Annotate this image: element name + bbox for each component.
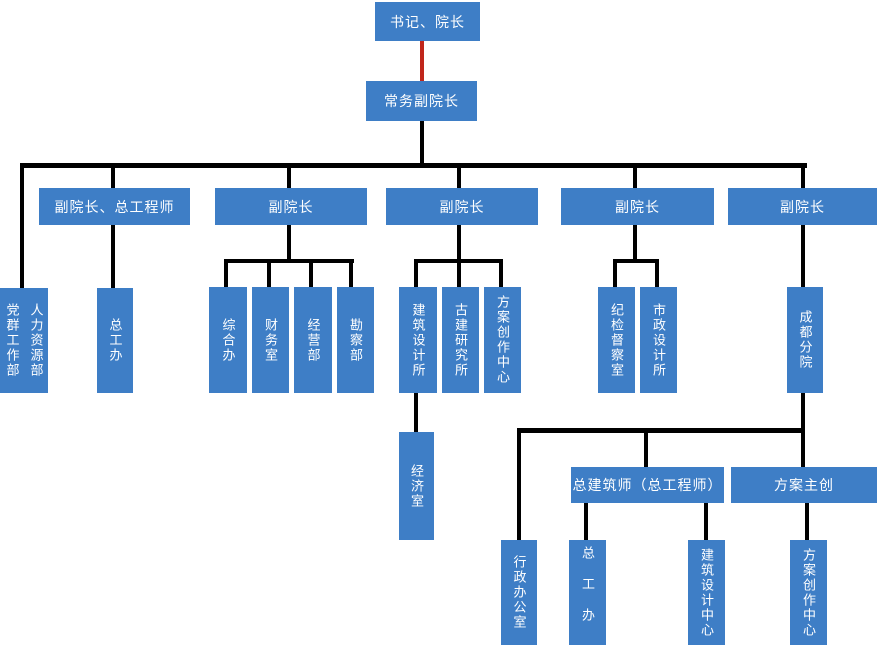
org-node-admin-office: 行政办公室 xyxy=(501,540,537,645)
org-node-arch-design-inst: 建筑设计所 xyxy=(399,287,437,393)
link-vp5-chengdu xyxy=(801,225,805,287)
drop-admin-office xyxy=(517,430,521,540)
org-node-label: 成都分院 xyxy=(797,310,813,370)
link-chiefarch-chiefeng xyxy=(584,503,588,540)
link-chiefarch-archcenter xyxy=(704,503,708,540)
org-node-label: 方案创作中心 xyxy=(495,295,510,385)
org-node-survey-dept: 勘察部 xyxy=(337,287,374,393)
org-node-scheme-lead: 方案主创 xyxy=(731,467,877,503)
org-node-label: 党群工作部 xyxy=(4,303,20,378)
org-node-label: 市政设计所 xyxy=(651,302,666,378)
org-node-label: 副院长 xyxy=(439,198,485,215)
drop-finance-office xyxy=(267,261,271,287)
org-node-label: 勘察部 xyxy=(348,317,363,363)
org-node-label: 行政办公室 xyxy=(511,555,527,630)
link-archinst-economics xyxy=(414,393,418,432)
link-schemelead-schemecenter xyxy=(805,503,809,540)
link-president-exec-vp xyxy=(420,41,424,81)
org-node-chief-eng-office-branch: 总工办 xyxy=(569,540,606,645)
org-node-label: 常务副院长 xyxy=(384,93,459,109)
drop-scheme-center xyxy=(499,261,503,287)
org-node-general-office: 综合办 xyxy=(209,287,247,393)
org-node-vp2: 副院长 xyxy=(215,188,367,225)
link-vp2-branchline xyxy=(287,225,291,263)
drop-vp1 xyxy=(111,166,115,188)
org-node-operations-dept: 经营部 xyxy=(294,287,332,393)
org-node-finance-office: 财务室 xyxy=(252,287,289,393)
org-node-ancient-arch-inst: 古建研究所 xyxy=(442,287,479,393)
org-node-label: 书记、院长 xyxy=(390,13,465,30)
org-node-label: 总工办 xyxy=(107,318,123,363)
org-node-economics-office: 经济室 xyxy=(399,432,434,540)
link-vp3-branchline xyxy=(457,225,461,263)
link-chengdu-branchline xyxy=(801,393,805,430)
org-node-discipline-office: 纪检督察室 xyxy=(598,287,635,393)
link-exec-vp-mainline xyxy=(420,121,424,165)
org-node-vp5: 副院长 xyxy=(728,188,877,225)
drop-municipal-inst xyxy=(655,261,659,287)
org-node-arch-design-center: 建筑设计中心 xyxy=(688,540,725,645)
org-node-label: 综合办 xyxy=(220,317,236,363)
org-node-label: 副院长 xyxy=(615,198,660,215)
org-node-label: 古建研究所 xyxy=(453,302,468,378)
org-node-label: 副院长 xyxy=(780,198,825,215)
drop-ancient-arch-inst xyxy=(457,261,461,287)
org-node-label: 总建筑师（总工程师） xyxy=(572,477,723,493)
branchline-vp2 xyxy=(224,259,354,263)
org-node-label: 方案创作中心 xyxy=(801,547,816,638)
drop-vp2 xyxy=(287,166,291,188)
org-node-party-mass-dept: 党群工作部 xyxy=(0,288,24,393)
org-node-hr-dept: 人力资源部 xyxy=(24,288,48,393)
org-node-vp1: 副院长、总工程师 xyxy=(39,188,190,225)
org-node-label: 经营部 xyxy=(305,317,321,363)
org-node-label: 总工办 xyxy=(580,546,595,639)
mainline-horizontal xyxy=(20,163,807,168)
drop-chief-architect xyxy=(644,430,648,467)
org-node-scheme-center: 方案创作中心 xyxy=(484,287,521,393)
org-node-exec-vp: 常务副院长 xyxy=(366,81,477,121)
drop-left-depts xyxy=(20,166,24,288)
org-node-label: 纪检督察室 xyxy=(609,302,624,378)
drop-vp4 xyxy=(633,166,637,188)
org-node-label: 经济室 xyxy=(409,463,424,509)
org-node-municipal-inst: 市政设计所 xyxy=(640,287,677,393)
branchline-vp4 xyxy=(613,259,659,263)
org-node-chief-eng-office: 总工办 xyxy=(97,288,133,393)
drop-arch-design-inst xyxy=(414,261,418,287)
drop-operations-dept xyxy=(309,261,313,287)
org-node-president: 书记、院长 xyxy=(375,2,480,41)
drop-discipline-office xyxy=(613,261,617,287)
org-node-vp4: 副院长 xyxy=(561,188,714,225)
drop-vp5 xyxy=(801,166,805,188)
org-node-label: 副院长 xyxy=(268,198,314,215)
org-node-chief-architect: 总建筑师（总工程师） xyxy=(571,467,724,503)
org-node-label: 建筑设计所 xyxy=(410,302,426,378)
drop-scheme-lead xyxy=(801,430,805,467)
org-node-scheme-center-branch: 方案创作中心 xyxy=(790,540,827,645)
link-vp1-chief-eng xyxy=(111,225,115,288)
link-vp4-branchline xyxy=(633,225,637,263)
org-node-label: 财务室 xyxy=(263,317,278,363)
branchline-chengdu xyxy=(517,428,805,433)
org-node-label: 方案主创 xyxy=(774,477,834,493)
org-node-chengdu-branch: 成都分院 xyxy=(787,287,823,393)
drop-survey-dept xyxy=(349,261,353,287)
org-node-label: 建筑设计中心 xyxy=(699,547,714,638)
org-node-vp3: 副院长 xyxy=(386,188,538,225)
drop-vp3 xyxy=(457,166,461,188)
drop-general-office xyxy=(224,261,228,287)
org-node-label: 人力资源部 xyxy=(28,303,44,378)
org-node-label: 副院长、总工程师 xyxy=(54,198,175,215)
